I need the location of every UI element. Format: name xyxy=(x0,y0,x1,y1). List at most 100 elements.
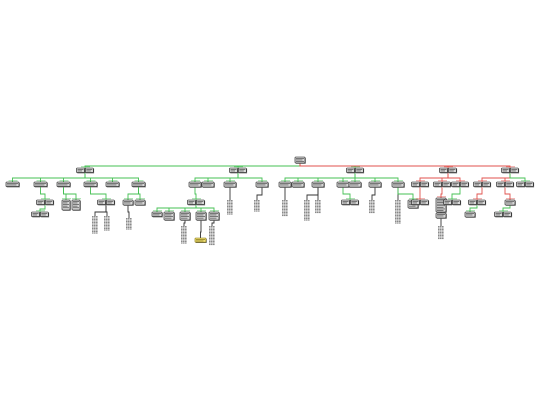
b5-sub-2[interactable] xyxy=(504,199,516,206)
b1-child-4[interactable] xyxy=(83,181,98,188)
b1-leaf-cluster-1-leaf xyxy=(96,231,98,233)
b2-leaf-cluster-4-leaf xyxy=(256,200,258,202)
b2-child-1[interactable] xyxy=(188,181,202,188)
b2-highlighted-node[interactable] xyxy=(194,237,207,243)
b5-child-3-a[interactable] xyxy=(516,181,526,188)
b2-sub-2-text-line xyxy=(153,214,160,216)
b1-leaf-cluster-1-leaf xyxy=(94,229,96,231)
level1-node-5-b[interactable] xyxy=(509,167,520,174)
b2-leaf-cluster-3 xyxy=(227,200,233,215)
level1-node-1-a[interactable] xyxy=(76,167,86,174)
b1-leaf-cluster-2-leaf xyxy=(104,222,106,224)
b1-sub-4[interactable] xyxy=(122,199,134,206)
b2-sub-2-text-line xyxy=(153,213,161,214)
b2-sub-1-b[interactable] xyxy=(196,199,206,206)
level1-node-4-a[interactable] xyxy=(439,167,449,174)
b5-sub-4-b[interactable] xyxy=(502,211,513,218)
b1-sub-4b[interactable] xyxy=(134,199,146,206)
b1-leaf-cluster-2-leaf xyxy=(108,216,110,218)
b3-child-6[interactable] xyxy=(368,181,382,188)
b3-child-5[interactable] xyxy=(348,181,362,188)
b4-child-3-a[interactable] xyxy=(451,181,461,188)
b2-sub-3[interactable] xyxy=(163,211,175,221)
b5-sub-4-a[interactable] xyxy=(494,211,504,218)
b4-child-2-a[interactable] xyxy=(433,181,443,188)
b3-leaf-cluster-3-leaf xyxy=(315,204,317,206)
b1-sub-3-b[interactable] xyxy=(106,199,116,206)
b3-leaf-cluster-5-leaf xyxy=(395,218,397,220)
b3-leaf-cluster-4-leaf xyxy=(371,200,373,202)
b5-child-1-a[interactable] xyxy=(473,181,483,188)
b3-leaf-cluster-5-leaf xyxy=(399,218,401,220)
b4-child-3-b[interactable] xyxy=(459,181,470,188)
b1-sub-1-a[interactable] xyxy=(36,199,46,206)
level1-node-2-b[interactable] xyxy=(238,167,248,174)
b1-sub-1b-a-text-line xyxy=(32,214,37,216)
b3-child-3[interactable] xyxy=(311,181,325,188)
level1-node-2-a[interactable] xyxy=(229,167,239,174)
root-node[interactable] xyxy=(294,156,306,164)
b2-sub-1-a-box xyxy=(187,199,196,205)
b2-leaf-cluster-3-leaf xyxy=(229,213,231,215)
b2-leaf-cluster-1-leaf xyxy=(181,239,183,241)
b1-sub-1-b[interactable] xyxy=(44,199,55,206)
b1-leaf-cluster-3-leaf xyxy=(128,218,130,220)
b1-child-3[interactable] xyxy=(56,181,71,188)
b1-child-6[interactable] xyxy=(131,181,146,188)
level1-node-5-a[interactable] xyxy=(501,167,511,174)
edge-b5-3 xyxy=(509,172,526,182)
b4-leaf-cluster-1-leaf xyxy=(442,232,444,234)
b4-child-1-b[interactable] xyxy=(419,181,430,188)
b5-child-1-b[interactable] xyxy=(481,181,492,188)
b4-sub-3-b[interactable] xyxy=(451,199,462,206)
b5-child-3-b-box xyxy=(524,181,534,187)
b4-child-1-a[interactable] xyxy=(411,181,421,188)
b4-sub-3-a[interactable] xyxy=(443,199,453,206)
b2-leaf-cluster-4-leaf xyxy=(254,204,256,206)
b1-sub-2a[interactable] xyxy=(61,199,71,211)
level1-node-3-a[interactable] xyxy=(346,167,356,174)
level1-node-4-b[interactable] xyxy=(447,167,458,174)
b2-child-3[interactable] xyxy=(223,181,237,188)
b2-sub-2[interactable] xyxy=(151,211,163,218)
b3-child-2[interactable] xyxy=(291,181,305,188)
b3-child-1[interactable] xyxy=(278,181,292,188)
b4-sub-4[interactable] xyxy=(435,212,447,219)
b5-sub-1-b[interactable] xyxy=(476,199,487,206)
b2-child-2[interactable] xyxy=(201,181,215,188)
b1-sub-2a-text-line xyxy=(63,202,68,204)
b1-sub-1b-a[interactable] xyxy=(31,211,41,218)
b4-leaf-cluster-1-leaf xyxy=(442,238,444,240)
b2-sub-1-a[interactable] xyxy=(187,199,197,206)
b1-sub-2b[interactable] xyxy=(71,199,81,211)
b5-sub-3[interactable] xyxy=(464,211,476,218)
b1-sub-1b-b[interactable] xyxy=(39,211,50,218)
b4-sub-1-b[interactable] xyxy=(419,199,430,206)
b5-child-3-b[interactable] xyxy=(524,181,535,188)
b3-sub-1-a[interactable] xyxy=(341,199,351,206)
b5-child-2-b[interactable] xyxy=(504,181,515,188)
b4-sub-2-text-line xyxy=(437,207,444,208)
b3-sub-1-b[interactable] xyxy=(349,199,360,206)
b2-sub-6[interactable] xyxy=(208,211,220,221)
b2-sub-4[interactable] xyxy=(179,211,191,221)
b1-sub-3-a[interactable] xyxy=(97,199,107,206)
b3-leaf-cluster-4-leaf xyxy=(373,203,375,205)
b4-sub-1-a[interactable] xyxy=(411,199,421,206)
b3-child-7[interactable] xyxy=(391,181,405,188)
b1-leaf-cluster-2-leaf xyxy=(104,223,106,225)
b2-child-4[interactable] xyxy=(255,181,269,188)
b2-sub-4-text-line xyxy=(181,216,189,217)
b5-child-2-a[interactable] xyxy=(496,181,506,188)
b5-sub-1-a[interactable] xyxy=(468,199,478,206)
level1-node-1-b[interactable] xyxy=(85,167,95,174)
b1-child-2[interactable] xyxy=(33,181,48,188)
b4-child-2-b[interactable] xyxy=(441,181,452,188)
b3-child-4[interactable] xyxy=(336,181,350,188)
b1-child-1[interactable] xyxy=(5,181,20,188)
b3-leaf-cluster-3-leaf xyxy=(319,212,321,214)
b2-sub-5-text-line xyxy=(197,217,204,219)
b2-sub-5[interactable] xyxy=(195,211,207,221)
level1-node-3-b[interactable] xyxy=(354,167,365,174)
b1-child-5[interactable] xyxy=(105,181,120,188)
